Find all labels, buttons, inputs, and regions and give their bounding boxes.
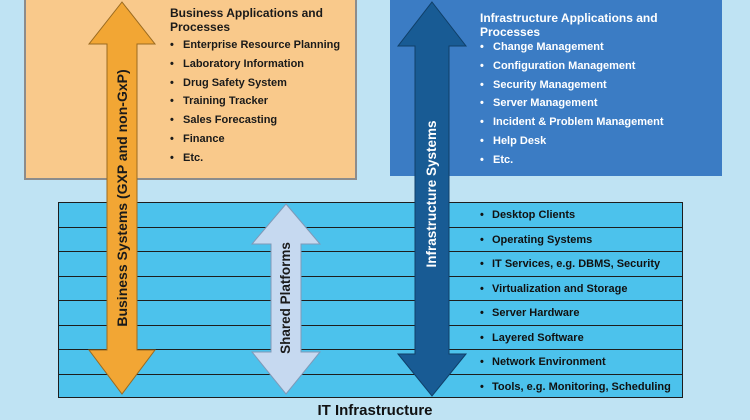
- list-item: Sales Forecasting: [170, 111, 340, 130]
- list-item: Laboratory Information: [170, 55, 340, 74]
- list-item: Training Tracker: [170, 92, 340, 111]
- infrastructure-items-list: Change Management Configuration Manageme…: [480, 38, 664, 170]
- layer-label: Layered Software: [492, 331, 584, 344]
- shared-platforms-label: Shared Platforms: [278, 242, 293, 354]
- list-item: Incident & Problem Management: [480, 113, 664, 132]
- layer-label: Tools, e.g. Monitoring, Scheduling: [492, 380, 671, 393]
- layer-label: Network Environment: [492, 356, 606, 368]
- list-item: Drug Safety System: [170, 74, 340, 93]
- layer-row: •Operating Systems: [58, 226, 683, 252]
- business-items-list: Enterprise Resource Planning Laboratory …: [170, 36, 340, 168]
- list-item: Etc.: [480, 151, 664, 170]
- layer-row: •Layered Software: [58, 324, 683, 350]
- list-item: Security Management: [480, 76, 664, 95]
- layer-label: Server Hardware: [492, 307, 580, 319]
- layer-row: •Network Environment: [58, 349, 683, 374]
- layer-label: Virtualization and Storage: [492, 282, 628, 295]
- layer-label: Operating Systems: [492, 233, 593, 246]
- list-item: Server Management: [480, 94, 664, 113]
- infrastructure-systems-label: Infrastructure Systems: [424, 120, 439, 268]
- list-item: Enterprise Resource Planning: [170, 36, 340, 55]
- list-item: Configuration Management: [480, 57, 664, 76]
- layer-row: •IT Services, e.g. DBMS, Security: [58, 251, 683, 276]
- layer-row: •Server Hardware: [58, 300, 683, 325]
- shared-platforms-arrow: [250, 203, 322, 395]
- list-item: Help Desk: [480, 132, 664, 151]
- infrastructure-arrow: [396, 1, 468, 397]
- business-arrow: [87, 1, 157, 395]
- layer-label: Desktop Clients: [492, 209, 576, 221]
- list-item: Etc.: [170, 149, 340, 168]
- layer-row: •Desktop Clients: [58, 202, 683, 227]
- layer-row: •Virtualization and Storage: [58, 275, 683, 301]
- business-panel-title: Business Applications and Processes: [170, 6, 323, 34]
- infrastructure-panel-title: Infrastructure Applications and Processe…: [480, 11, 658, 39]
- it-infrastructure-title: IT Infrastructure: [317, 402, 433, 419]
- list-item: Change Management: [480, 38, 664, 57]
- layer-row: •Tools, e.g. Monitoring, Scheduling: [58, 373, 683, 399]
- list-item: Finance: [170, 130, 340, 149]
- business-systems-label: Business Systems (GXP and non-GxP): [114, 69, 130, 327]
- layer-label: IT Services, e.g. DBMS, Security: [492, 258, 661, 270]
